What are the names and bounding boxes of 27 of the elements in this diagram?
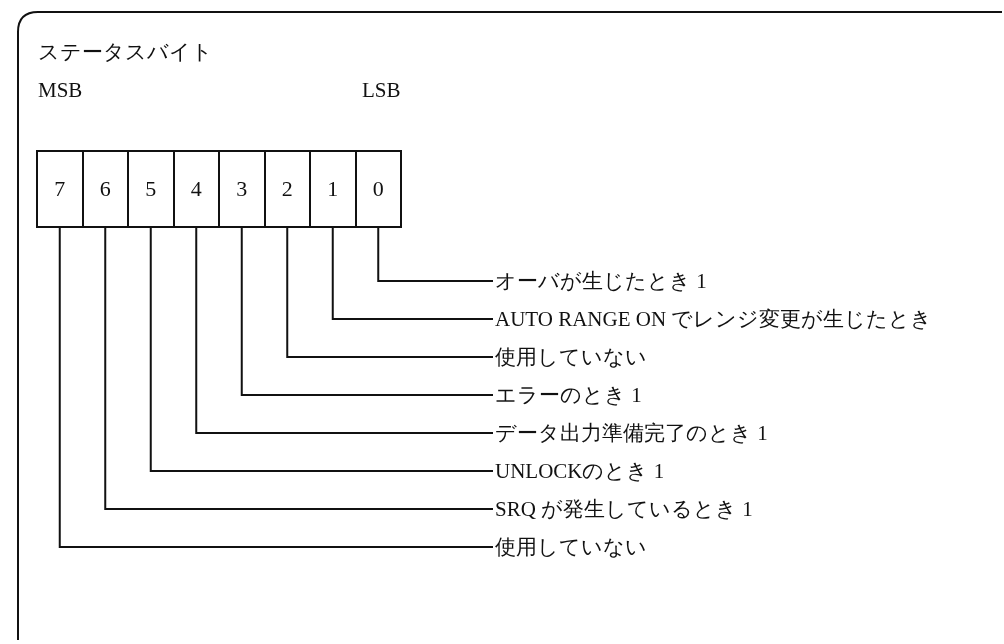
bit-description: UNLOCKのとき 1 xyxy=(495,459,665,483)
leader-line xyxy=(149,227,494,472)
bit-cell: 7 xyxy=(36,150,84,228)
leader-line xyxy=(331,227,494,320)
leader-line xyxy=(104,227,494,510)
bit-cell: 0 xyxy=(354,150,402,228)
title: ステータスバイト xyxy=(38,40,213,64)
bit-cell: 5 xyxy=(127,150,175,228)
bit-cell: 1 xyxy=(309,150,357,228)
leader-line xyxy=(240,227,494,396)
bit-description: 使用していない xyxy=(495,345,647,369)
bit-description: AUTO RANGE ON でレンジ変更が生じたとき xyxy=(495,307,933,331)
leader-line xyxy=(286,227,494,358)
leader-line xyxy=(195,227,494,434)
bit-description: データ出力準備完了のとき 1 xyxy=(495,421,768,445)
bit-cell: 2 xyxy=(263,150,311,228)
bit-cell: 3 xyxy=(218,150,266,228)
bit-description: オーバが生じたとき 1 xyxy=(495,269,707,293)
bit-cell: 4 xyxy=(172,150,220,228)
bit-description: エラーのとき 1 xyxy=(495,383,642,407)
bit-cell: 6 xyxy=(81,150,129,228)
bit-order-label: LSB xyxy=(362,78,401,102)
leader-line xyxy=(58,227,494,548)
bit-order-label: MSB xyxy=(38,78,83,102)
leader-line xyxy=(377,227,494,282)
bit-description: 使用していない xyxy=(495,535,647,559)
bit-description: SRQ が発生しているとき 1 xyxy=(495,497,753,521)
